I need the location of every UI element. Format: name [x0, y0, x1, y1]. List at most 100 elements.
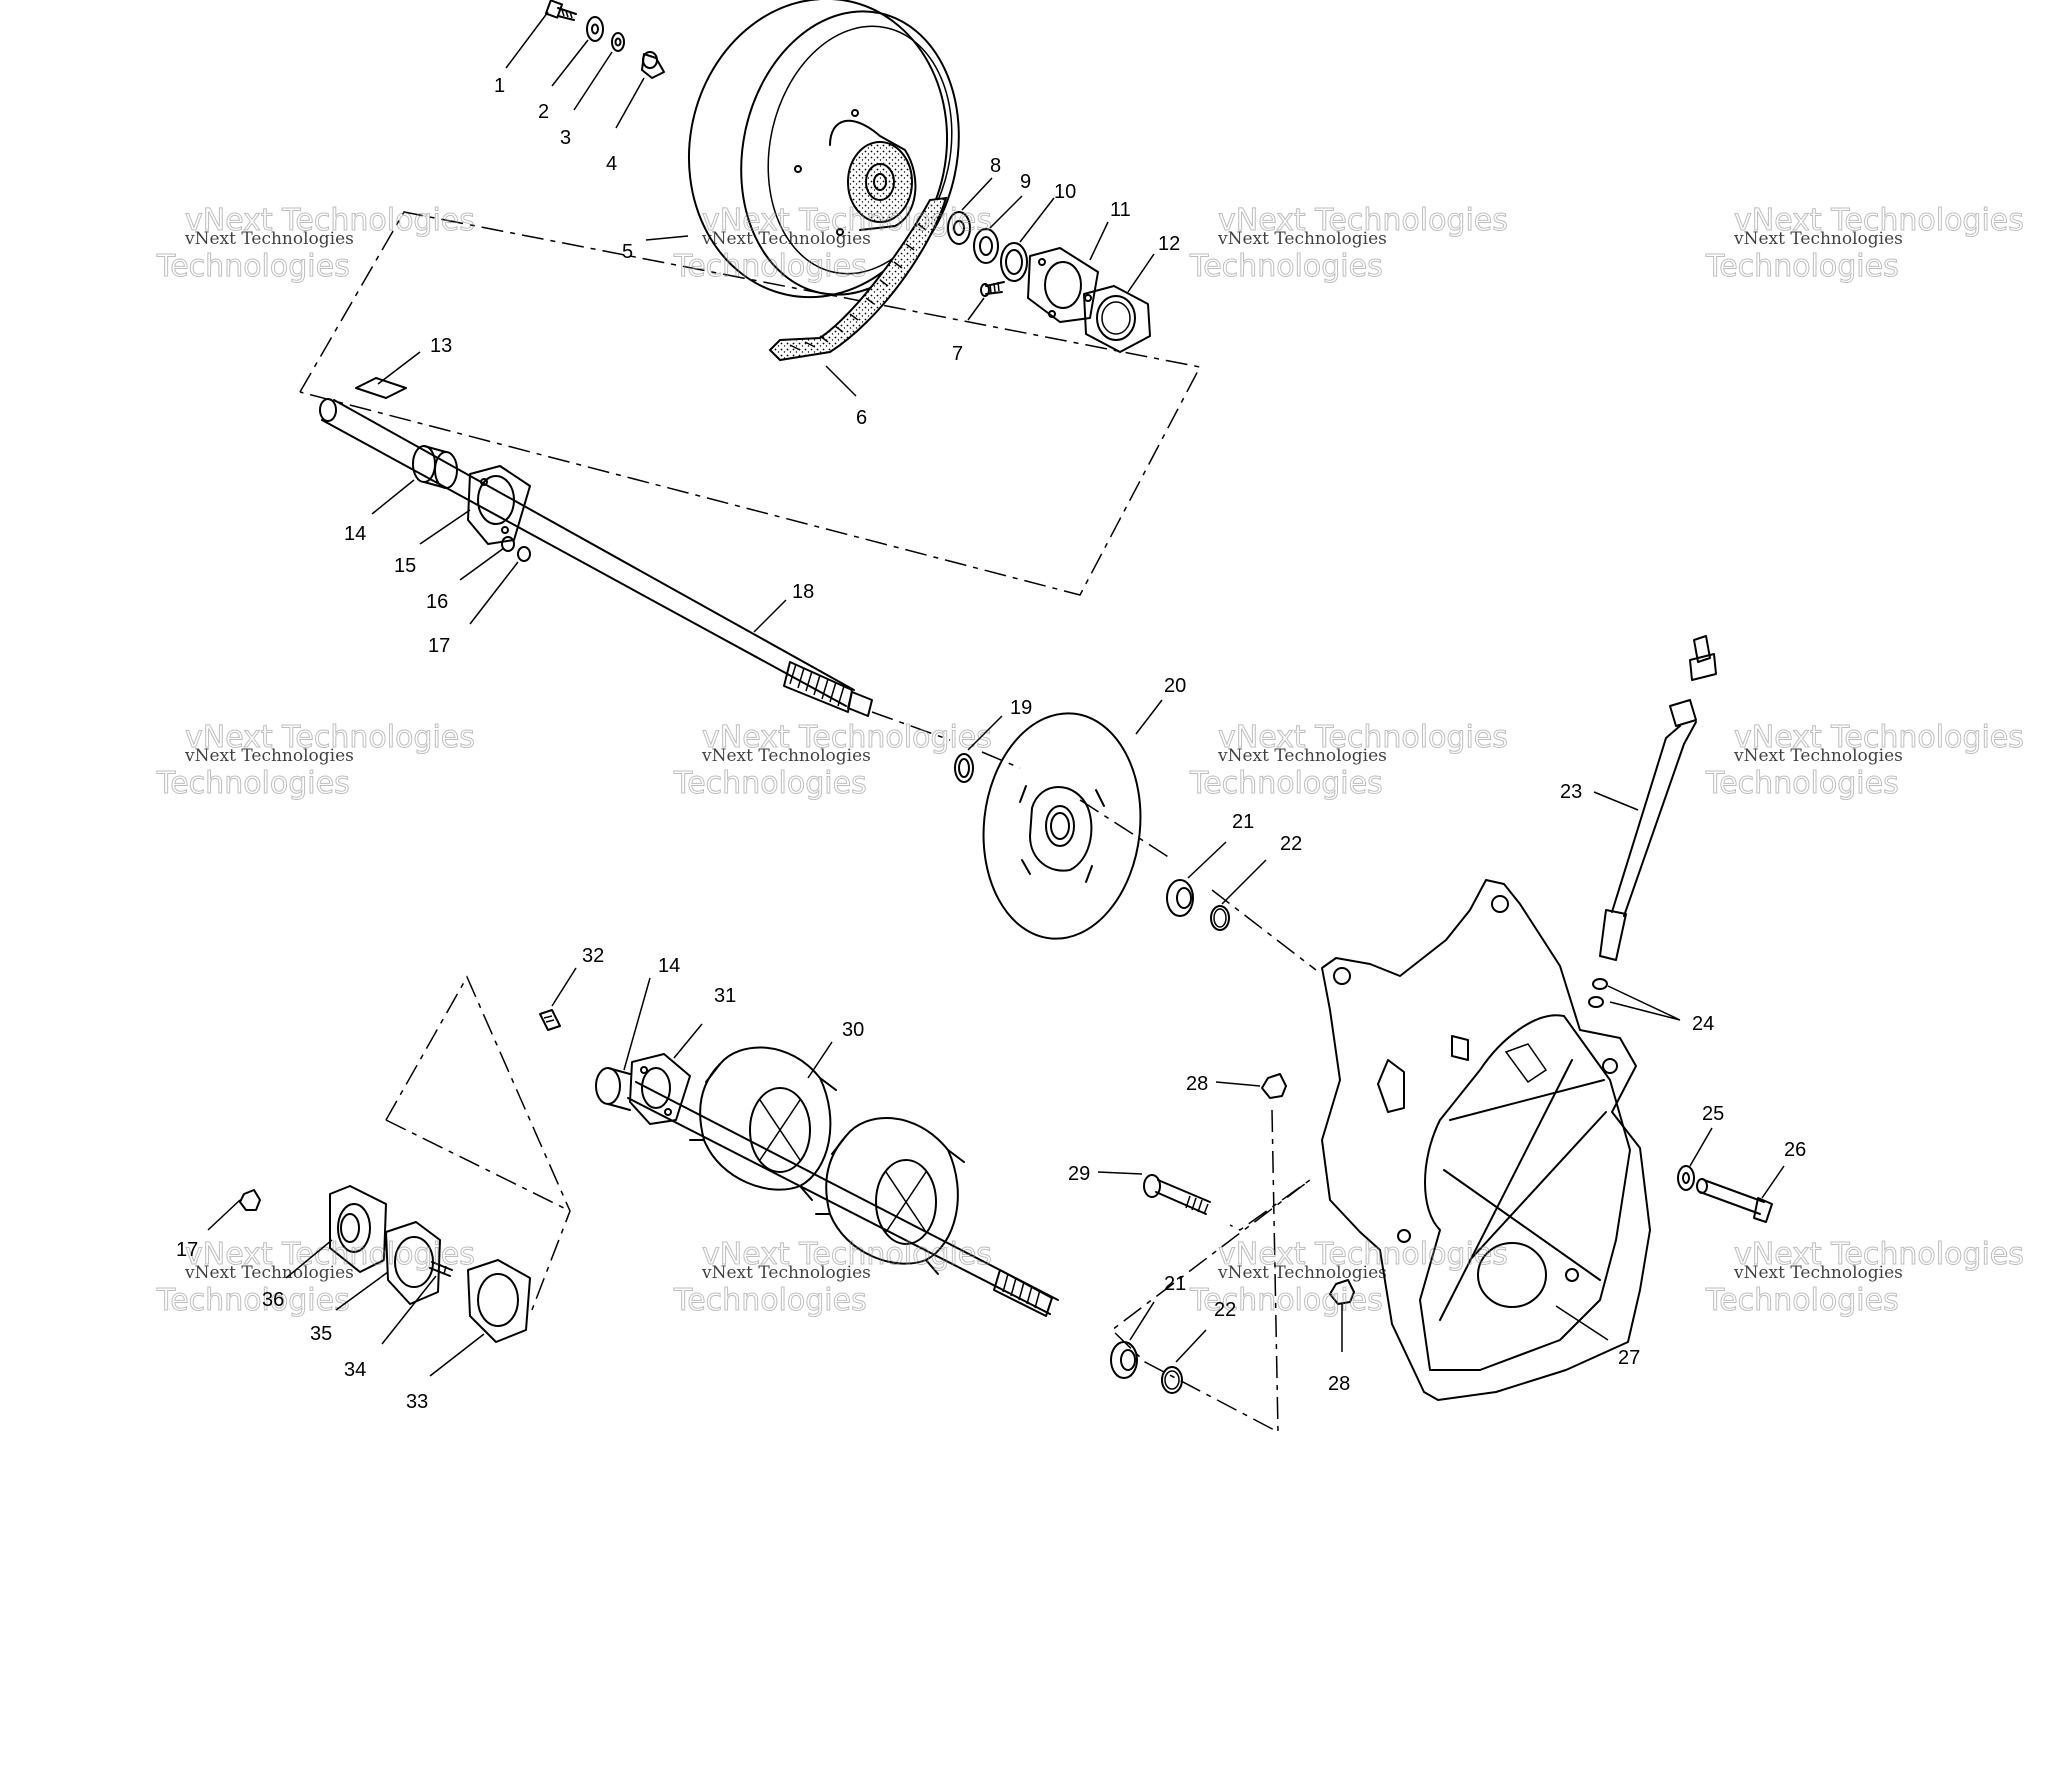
callout-19: 19 — [1010, 697, 1032, 719]
watermark-text: vNext Technologies — [1733, 229, 1903, 249]
watermark-outline: vNext Technologies — [702, 1237, 992, 1272]
part-28-nut-upper — [1261, 1073, 1287, 1099]
part-33-flange — [467, 1259, 531, 1343]
part-12-cover-plate — [1083, 285, 1151, 353]
callout-10: 10 — [1054, 181, 1076, 203]
part-5-drive-pulley — [687, 0, 960, 299]
callout-5: 5 — [622, 241, 633, 263]
watermark-outline: Technologies — [673, 766, 867, 801]
watermark-text: vNext Technologies — [1217, 229, 1387, 249]
callout-31: 31 — [714, 985, 736, 1007]
watermark-outline: vNext Technologies — [1734, 1237, 2024, 1272]
assembly-outline-lower-left-2 — [385, 1119, 571, 1212]
part-1-bolt — [544, 0, 577, 21]
part-16-nut — [501, 536, 515, 552]
callout-8: 8 — [990, 155, 1001, 177]
watermark-text: vNext Technologies — [1217, 746, 1387, 766]
part-2-washer — [586, 16, 604, 42]
watermark-outline: Technologies — [673, 249, 867, 284]
watermark-text: vNext Technologies — [184, 1263, 354, 1283]
watermark-outline: Technologies — [1189, 1283, 1383, 1318]
part-20-brake-disc — [982, 712, 1142, 940]
assembly-outline-chaincase — [1110, 1109, 1311, 1434]
callout-28-upper: 28 — [1186, 1073, 1208, 1095]
part-31-flange — [629, 1053, 691, 1125]
part-8-washer — [947, 211, 971, 245]
part-21-bearing-upper — [1166, 879, 1194, 917]
watermark-outline: vNext Technologies — [185, 203, 475, 238]
watermark-text: vNext Technologies — [701, 229, 871, 249]
watermark-outline: vNext Technologies — [702, 720, 992, 755]
watermark-outline: Technologies — [1189, 249, 1383, 284]
callout-17-lower: 17 — [176, 1239, 198, 1261]
part-21-bearing-lower — [1110, 1341, 1138, 1379]
watermark-outline: vNext Technologies — [1734, 720, 2024, 755]
callout-27: 27 — [1618, 1347, 1640, 1369]
callout-16: 16 — [426, 591, 448, 613]
watermark-text: vNext Technologies — [701, 746, 871, 766]
watermark-outline: Technologies — [1189, 766, 1383, 801]
callout-32: 32 — [582, 945, 604, 967]
watermark-outline: vNext Technologies — [1734, 203, 2024, 238]
callout-22-upper: 22 — [1280, 833, 1302, 855]
watermark-outline: vNext Technologies — [702, 203, 992, 238]
callout-2: 2 — [538, 101, 549, 123]
callout-25: 25 — [1702, 1103, 1724, 1125]
part-29-bolt — [1143, 1174, 1211, 1215]
callout-36: 36 — [262, 1289, 284, 1311]
part-26-bolt — [1696, 1178, 1773, 1223]
part-17-nut-lower — [239, 1189, 261, 1211]
callouts: 1 2 3 4 5 6 7 8 9 10 11 12 13 — [176, 11, 1806, 1413]
part-18-jackshaft — [319, 398, 873, 717]
callout-21-lower: 21 — [1164, 1273, 1186, 1295]
watermark-outline: Technologies — [1705, 249, 1899, 284]
callout-21-upper: 21 — [1232, 811, 1254, 833]
part-17-nut-upper — [517, 546, 531, 562]
part-9-o-ring — [973, 228, 999, 264]
part-14-bearing-lower — [595, 1067, 631, 1111]
watermark-text: vNext Technologies — [1733, 1263, 1903, 1283]
watermark-outline: Technologies — [673, 1283, 867, 1318]
callout-18: 18 — [792, 581, 814, 603]
part-22-o-ring-lower — [1161, 1366, 1183, 1394]
watermark-outline: Technologies — [156, 766, 350, 801]
watermark-outline: vNext Technologies — [1218, 1237, 1508, 1272]
watermark-outline: Technologies — [156, 249, 350, 284]
callout-22-lower: 22 — [1214, 1299, 1236, 1321]
callout-11: 11 — [1110, 199, 1131, 221]
callout-28-lower: 28 — [1328, 1373, 1350, 1395]
part-13-key — [355, 377, 407, 399]
watermark-outline: Technologies — [1705, 766, 1899, 801]
part-23-speedometer-cable — [1599, 635, 1717, 961]
part-30-drive-shaft — [627, 1046, 1059, 1317]
part-14-bearing-upper — [412, 445, 458, 489]
watermark-text: vNext Technologies — [184, 229, 354, 249]
part-34-bolt — [429, 1261, 453, 1277]
callout-14-upper: 14 — [344, 523, 366, 545]
callout-4: 4 — [606, 153, 617, 175]
watermark-outline: vNext Technologies — [185, 720, 475, 755]
callout-17-upper: 17 — [428, 635, 450, 657]
callout-9: 9 — [1020, 171, 1031, 193]
part-3-lock-washer — [611, 32, 625, 52]
watermark-outline: vNext Technologies — [1218, 203, 1508, 238]
callout-30: 30 — [842, 1019, 864, 1041]
watermark-text: vNext Technologies — [1217, 1263, 1387, 1283]
part-11-bearing-flange — [1027, 247, 1099, 323]
callout-24: 24 — [1692, 1013, 1714, 1035]
callout-33: 33 — [406, 1391, 428, 1413]
watermark-outline: Technologies — [1705, 1283, 1899, 1318]
part-32-grease-fitting — [539, 1009, 561, 1031]
callout-1: 1 — [494, 75, 505, 97]
callout-12: 12 — [1158, 233, 1180, 255]
part-28-nut-lower — [1329, 1279, 1355, 1305]
watermark-outline: vNext Technologies — [1218, 720, 1508, 755]
callout-34: 34 — [344, 1359, 366, 1381]
part-36-bearing-flange — [329, 1185, 387, 1273]
callout-3: 3 — [560, 127, 571, 149]
part-24-washers — [1588, 978, 1608, 1008]
part-10-seal — [1000, 242, 1028, 282]
watermark-text: vNext Technologies — [701, 1263, 871, 1283]
